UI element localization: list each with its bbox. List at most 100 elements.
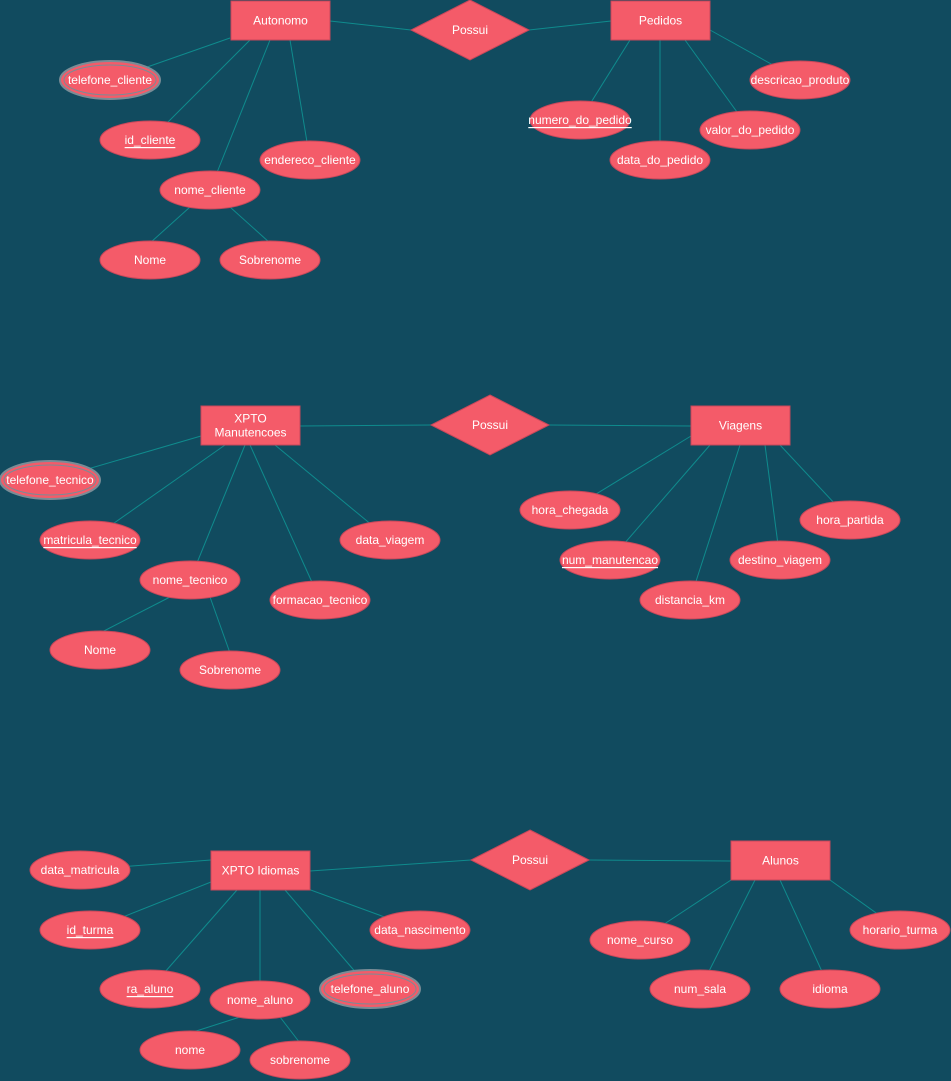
attribute-label: idioma	[812, 982, 848, 996]
relationship-connector	[548, 424, 692, 427]
entity-box	[230, 0, 331, 41]
attribute-label: telefone_cliente	[68, 73, 152, 87]
attribute-destino-viagem[interactable]: destino_viagem	[729, 540, 831, 580]
attribute-nome-cliente[interactable]: nome_cliente	[159, 170, 261, 210]
relationship-connector	[329, 20, 412, 31]
entity-alunos[interactable]: Alunos	[730, 840, 831, 881]
attribute-ellipse	[269, 580, 371, 620]
attribute-label: sobrenome	[270, 1053, 330, 1067]
attribute-ra-aluno[interactable]: ra_aluno	[99, 969, 201, 1009]
attribute-connector	[189, 1016, 241, 1034]
attribute-connector	[189, 444, 246, 581]
entity-box	[730, 840, 831, 881]
attribute-label: data_matricula	[41, 863, 120, 877]
attribute-label: nome_tecnico	[153, 573, 228, 587]
attribute-data-do-pedido[interactable]: data_do_pedido	[609, 140, 711, 180]
attribute-label: distancia_km	[655, 593, 725, 607]
attribute-ellipse	[649, 969, 751, 1009]
attribute-label: formacao_tecnico	[273, 593, 368, 607]
relationship-possui[interactable]: Possui	[469, 829, 591, 891]
relationship-diamond	[409, 0, 531, 61]
attribute-nome[interactable]: nome	[139, 1030, 241, 1070]
attribute-horario-turma[interactable]: horario_turma	[849, 910, 951, 950]
attribute-ellipse	[609, 140, 711, 180]
key-attribute-label: id_turma	[67, 923, 114, 937]
attribute-connector	[229, 206, 271, 244]
relationship-diamond	[469, 829, 591, 891]
attribute-ellipse	[99, 240, 201, 280]
attribute-num-sala[interactable]: num_sala	[649, 969, 751, 1009]
attribute-nome-aluno[interactable]: nome_aluno	[209, 980, 311, 1020]
entity-label: XPTO Idiomas	[222, 864, 300, 878]
attribute-ellipse	[249, 1040, 351, 1080]
key-attribute-label: matricula_tecnico	[43, 533, 137, 547]
attribute-idioma[interactable]: idioma	[779, 969, 881, 1009]
attribute-label: descricao_produto	[751, 73, 850, 87]
attribute-telefone-aluno[interactable]: telefone_aluno	[319, 969, 421, 1009]
attribute-label: nome	[175, 1043, 205, 1057]
attribute-id-cliente[interactable]: id_cliente	[99, 120, 201, 160]
attribute-sobrenome[interactable]: Sobrenome	[219, 240, 321, 280]
attribute-telefone-cliente[interactable]: telefone_cliente	[59, 60, 161, 100]
entity-xpto-idiomas[interactable]: XPTO Idiomas	[210, 850, 311, 891]
attribute-connector	[209, 596, 231, 654]
attribute-matricula-tecnico[interactable]: matricula_tecnico	[39, 520, 141, 560]
attribute-data-matricula[interactable]: data_matricula	[29, 850, 131, 890]
attribute-numero-do-pedido[interactable]: numero_do_pedido	[528, 100, 632, 140]
attribute-valor-do-pedido[interactable]: valor_do_pedido	[699, 110, 801, 150]
attribute-endereco-cliente[interactable]: endereco_cliente	[259, 140, 361, 180]
entity-autonomo[interactable]: Autonomo	[230, 0, 331, 41]
entity-viagens[interactable]: Viagens	[690, 405, 791, 446]
attribute-label: telefone_tecnico	[6, 473, 94, 487]
attribute-connector	[99, 596, 171, 634]
attribute-nome[interactable]: Nome	[99, 240, 201, 280]
attribute-label: telefone_aluno	[331, 982, 410, 996]
attribute-ellipse	[99, 969, 201, 1009]
attribute-ellipse	[799, 500, 901, 540]
attribute-ellipse	[39, 910, 141, 950]
attribute-ellipse	[219, 240, 321, 280]
relationship-diamond	[429, 394, 551, 456]
relationship-label: Possui	[512, 853, 548, 867]
attribute-data-viagem[interactable]: data_viagem	[339, 520, 441, 560]
relationship-label: Possui	[472, 418, 508, 432]
attribute-ellipse	[99, 120, 201, 160]
attribute-descricao-produto[interactable]: descricao_produto	[749, 60, 851, 100]
attribute-telefone-tecnico[interactable]: telefone_tecnico	[0, 460, 101, 500]
attribute-ellipse	[529, 100, 631, 140]
attribute-ellipse	[259, 140, 361, 180]
attribute-nome-curso[interactable]: nome_curso	[589, 920, 691, 960]
attribute-label: data_viagem	[356, 533, 425, 547]
relationship-possui[interactable]: Possui	[409, 0, 531, 61]
attribute-ellipse	[639, 580, 741, 620]
attribute-data-nascimento[interactable]: data_nascimento	[369, 910, 471, 950]
attribute-nome-tecnico[interactable]: nome_tecnico	[139, 560, 241, 600]
multivalued-inner-ellipse	[323, 973, 417, 1005]
attribute-distancia-km[interactable]: distancia_km	[639, 580, 741, 620]
attribute-sobrenome[interactable]: Sobrenome	[179, 650, 281, 690]
attribute-ellipse	[849, 910, 951, 950]
attribute-label: Sobrenome	[199, 663, 261, 677]
attribute-ellipse	[139, 560, 241, 600]
attribute-sobrenome[interactable]: sobrenome	[249, 1040, 351, 1080]
entity-pedidos[interactable]: Pedidos	[610, 0, 711, 41]
attribute-hora-partida[interactable]: hora_partida	[799, 500, 901, 540]
attribute-num-manutencao[interactable]: num_manutencao	[559, 540, 661, 580]
attribute-ellipse	[779, 969, 881, 1009]
attribute-formacao-tecnico[interactable]: formacao_tecnico	[269, 580, 371, 620]
entity-label: Alunos	[762, 854, 799, 868]
attribute-id-turma[interactable]: id_turma	[39, 910, 141, 950]
relationship-connector	[528, 20, 612, 31]
attribute-label: data_do_pedido	[617, 153, 703, 167]
relationship-possui[interactable]: Possui	[429, 394, 551, 456]
attribute-connector	[279, 1016, 301, 1044]
attribute-hora-chegada[interactable]: hora_chegada	[519, 490, 621, 530]
attribute-nome[interactable]: Nome	[49, 630, 151, 670]
attribute-label: data_nascimento	[374, 923, 466, 937]
attribute-ellipse	[519, 490, 621, 530]
attribute-connector	[289, 39, 311, 161]
